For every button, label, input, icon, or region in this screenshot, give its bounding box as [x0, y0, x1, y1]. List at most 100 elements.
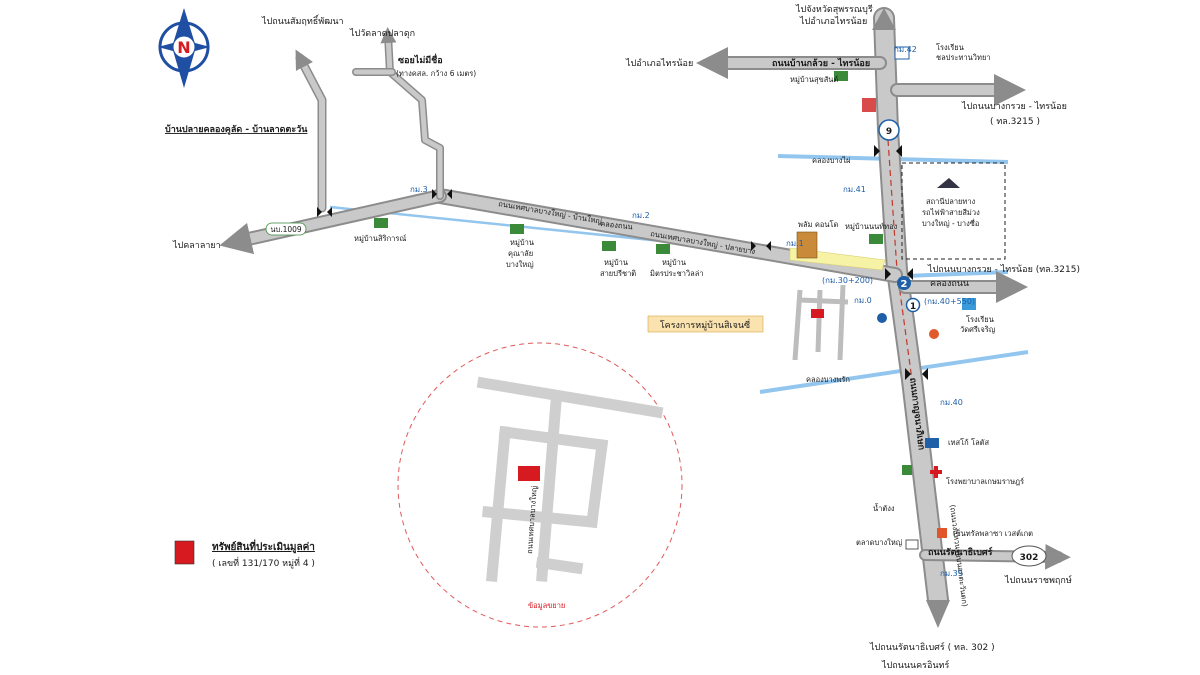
- inset-road-bottom-stub: [535, 556, 584, 575]
- junction-markers: [317, 145, 928, 380]
- hospital-icon: [902, 465, 912, 475]
- project-label-bg: [647, 315, 764, 333]
- compass-letter: N: [177, 38, 190, 57]
- north-arrow-icon: N: [158, 8, 210, 88]
- rd-1009-pill: [265, 222, 307, 236]
- label-rd-bankluay: ถนนบ้านกล้วย - ไทรน้อย: [772, 57, 870, 69]
- label-ban-plai-road: บ้านปลายคลองคูลัด - บ้านลาดตะวัน: [165, 124, 308, 135]
- house-icon-suksan: [834, 71, 848, 81]
- label-school-1b: ชลประทานวิทยา: [936, 53, 991, 62]
- highway-south-arrow: [926, 600, 950, 628]
- inset-road-right-vertical: [585, 438, 609, 529]
- label-to-bangkruai-top: ไปถนนบางกรวย - ไทรน้อย: [961, 101, 1067, 112]
- central-icon: [937, 528, 947, 538]
- label-to-rachaphruek: ไปถนนราชพฤกษ์: [1004, 574, 1072, 586]
- label-rd-rattanathibet: ถนนรัตนาธิเบศร์: [928, 546, 993, 558]
- numbered-point-2-label: 2: [901, 279, 908, 290]
- landmark-icons: [374, 46, 976, 550]
- label-to-bangkruai-mid: ไปถนนบางกรวย - ไทรน้อย (ทล.3215): [927, 264, 1080, 275]
- label-soi-unnamed: ซอยไม่มีชื่อ: [398, 53, 443, 66]
- label-condo: พลัม คอนโด: [798, 220, 839, 229]
- label-v-kunalai-3: บางใหญ่: [506, 260, 534, 269]
- label-to-sainoi-top: ไปอำเภอไทรน้อย: [799, 16, 867, 27]
- route-shield-9-label: 9: [886, 127, 892, 137]
- subject-property-marker: [811, 309, 824, 318]
- label-school-2b: วัดศรีเจริญ: [960, 325, 995, 334]
- km-markers: กม.42 กม.41 กม.1 กม.2 กม.3 (กม.30+200) ก…: [410, 45, 975, 578]
- inset-road-left-vertical: [486, 426, 511, 582]
- km-marker-39: กม.39: [940, 569, 963, 578]
- shell-icon: [929, 329, 939, 339]
- road-west: [219, 191, 445, 255]
- km-marker-3: กม.3: [410, 185, 428, 194]
- km-marker-40-550: (กม.40+550): [924, 297, 975, 306]
- label-central: เซ็นทรัลพลาซา เวสต์เกต: [953, 528, 1033, 538]
- inset-road-top: [476, 376, 664, 419]
- village-street-1: [792, 289, 803, 361]
- km-marker-0: กม.0: [854, 296, 872, 305]
- label-nam-ying: น้ำตังง: [873, 503, 895, 513]
- km-marker-2: กม.2: [632, 211, 650, 220]
- market-icon: [905, 539, 919, 550]
- label-station-3: บางใหญ่ - บางซื่อ: [922, 218, 979, 228]
- label-hospital: โรงพยาบาลเกษมราษฎร์: [946, 477, 1024, 486]
- label-v-mitra-2: มิตรประชาวิลล่า: [650, 269, 704, 278]
- red-building-icon: [862, 98, 876, 112]
- label-v-sai-1: หมู่บ้าน: [604, 258, 628, 267]
- label-project: โครงการหมู่บ้านสิเจนซี่: [660, 318, 750, 331]
- label-canal-mid: คลองถนน: [600, 219, 633, 231]
- km-marker-42: กม.42: [894, 45, 917, 54]
- junction-marker-4: [317, 207, 332, 217]
- label-v-sirikan: หมู่บ้านสิริการณ์: [354, 234, 406, 243]
- label-bottom-2: ไปถนนนครอินทร์: [881, 659, 949, 671]
- km-marker-41: กม.41: [843, 185, 866, 194]
- junction-marker-6: [751, 241, 771, 251]
- house-icon-mitra: [656, 244, 670, 254]
- inset-note: ข้อมูลขยาย: [528, 601, 565, 610]
- house-icon-kunalai: [510, 224, 524, 234]
- label-v-nonthong: หมู่บ้านนนท์ทอง: [845, 222, 898, 231]
- canal-bangphrak: [759, 350, 1029, 394]
- route-shield-302-label: 302: [1020, 553, 1039, 563]
- village-streets: [792, 284, 849, 361]
- label-to-sainoi-left: ไปอำเภอไทรน้อย: [625, 58, 693, 69]
- house-icon-sai: [602, 241, 616, 251]
- village-street-3: [815, 289, 823, 353]
- label-to-suphan: ไปจังหวัดสุพรรณบุรี: [795, 4, 873, 15]
- canal-thanon: [904, 270, 1009, 278]
- label-v-mitra-1: หมู่บ้าน: [662, 258, 686, 267]
- label-canal-bangphai: คลองบางไผ่: [812, 156, 851, 165]
- tesco-icon: [925, 438, 939, 448]
- inset-circle: [397, 342, 683, 628]
- highway-north-arrow: [872, 8, 896, 30]
- inset-road-lower-horizontal: [481, 505, 599, 529]
- hospital-cross-icon: [930, 466, 942, 478]
- numbered-point-2: 2: [897, 276, 911, 290]
- school-icon-2: [962, 298, 976, 310]
- inset-subject-property: [518, 466, 540, 481]
- train-station-icon: [937, 178, 960, 188]
- legend-title: ทรัพย์สินที่ประเมินมูลค่า: [212, 539, 315, 554]
- label-v-suksan: หมู่บ้านสุขสันต์: [790, 75, 838, 84]
- label-soi-unnamed-note: (ทางคสล. กว้าง 6 เมตร): [396, 69, 476, 78]
- village-street-4: [837, 284, 846, 361]
- label-tesco: เทสโก้ โลตัส: [948, 438, 990, 447]
- school-icon-1: [894, 46, 910, 60]
- label-station-1: สถานีปลายทาง: [926, 197, 976, 206]
- label-canal-bangphrak: คลองบางพรัก: [806, 375, 850, 384]
- road-somrak: [295, 49, 325, 211]
- label-canal-thanon: คลองถนน: [930, 279, 969, 289]
- label-v-kunalai-2: คุณาลัย: [508, 249, 533, 258]
- junction-marker-2: [885, 268, 913, 280]
- km-marker-30-200: (กม.30+200): [822, 276, 873, 285]
- km-marker-1: กม.1: [786, 239, 804, 248]
- numbered-point-1: 1: [905, 297, 921, 313]
- temple-icon: [877, 313, 887, 323]
- legend-swatch: [174, 540, 195, 565]
- legend: ทรัพย์สินที่ประเมินมูลค่า ( เลขที่ 131/1…: [174, 539, 315, 569]
- inset-roads: [476, 376, 664, 582]
- label-v-kunalai-1: หมู่บ้าน: [510, 238, 534, 247]
- condo-building-icon: [796, 231, 818, 259]
- label-bottom-1: ไปถนนรัตนาธิเบศร์ ( ทล. 302 ): [869, 641, 995, 653]
